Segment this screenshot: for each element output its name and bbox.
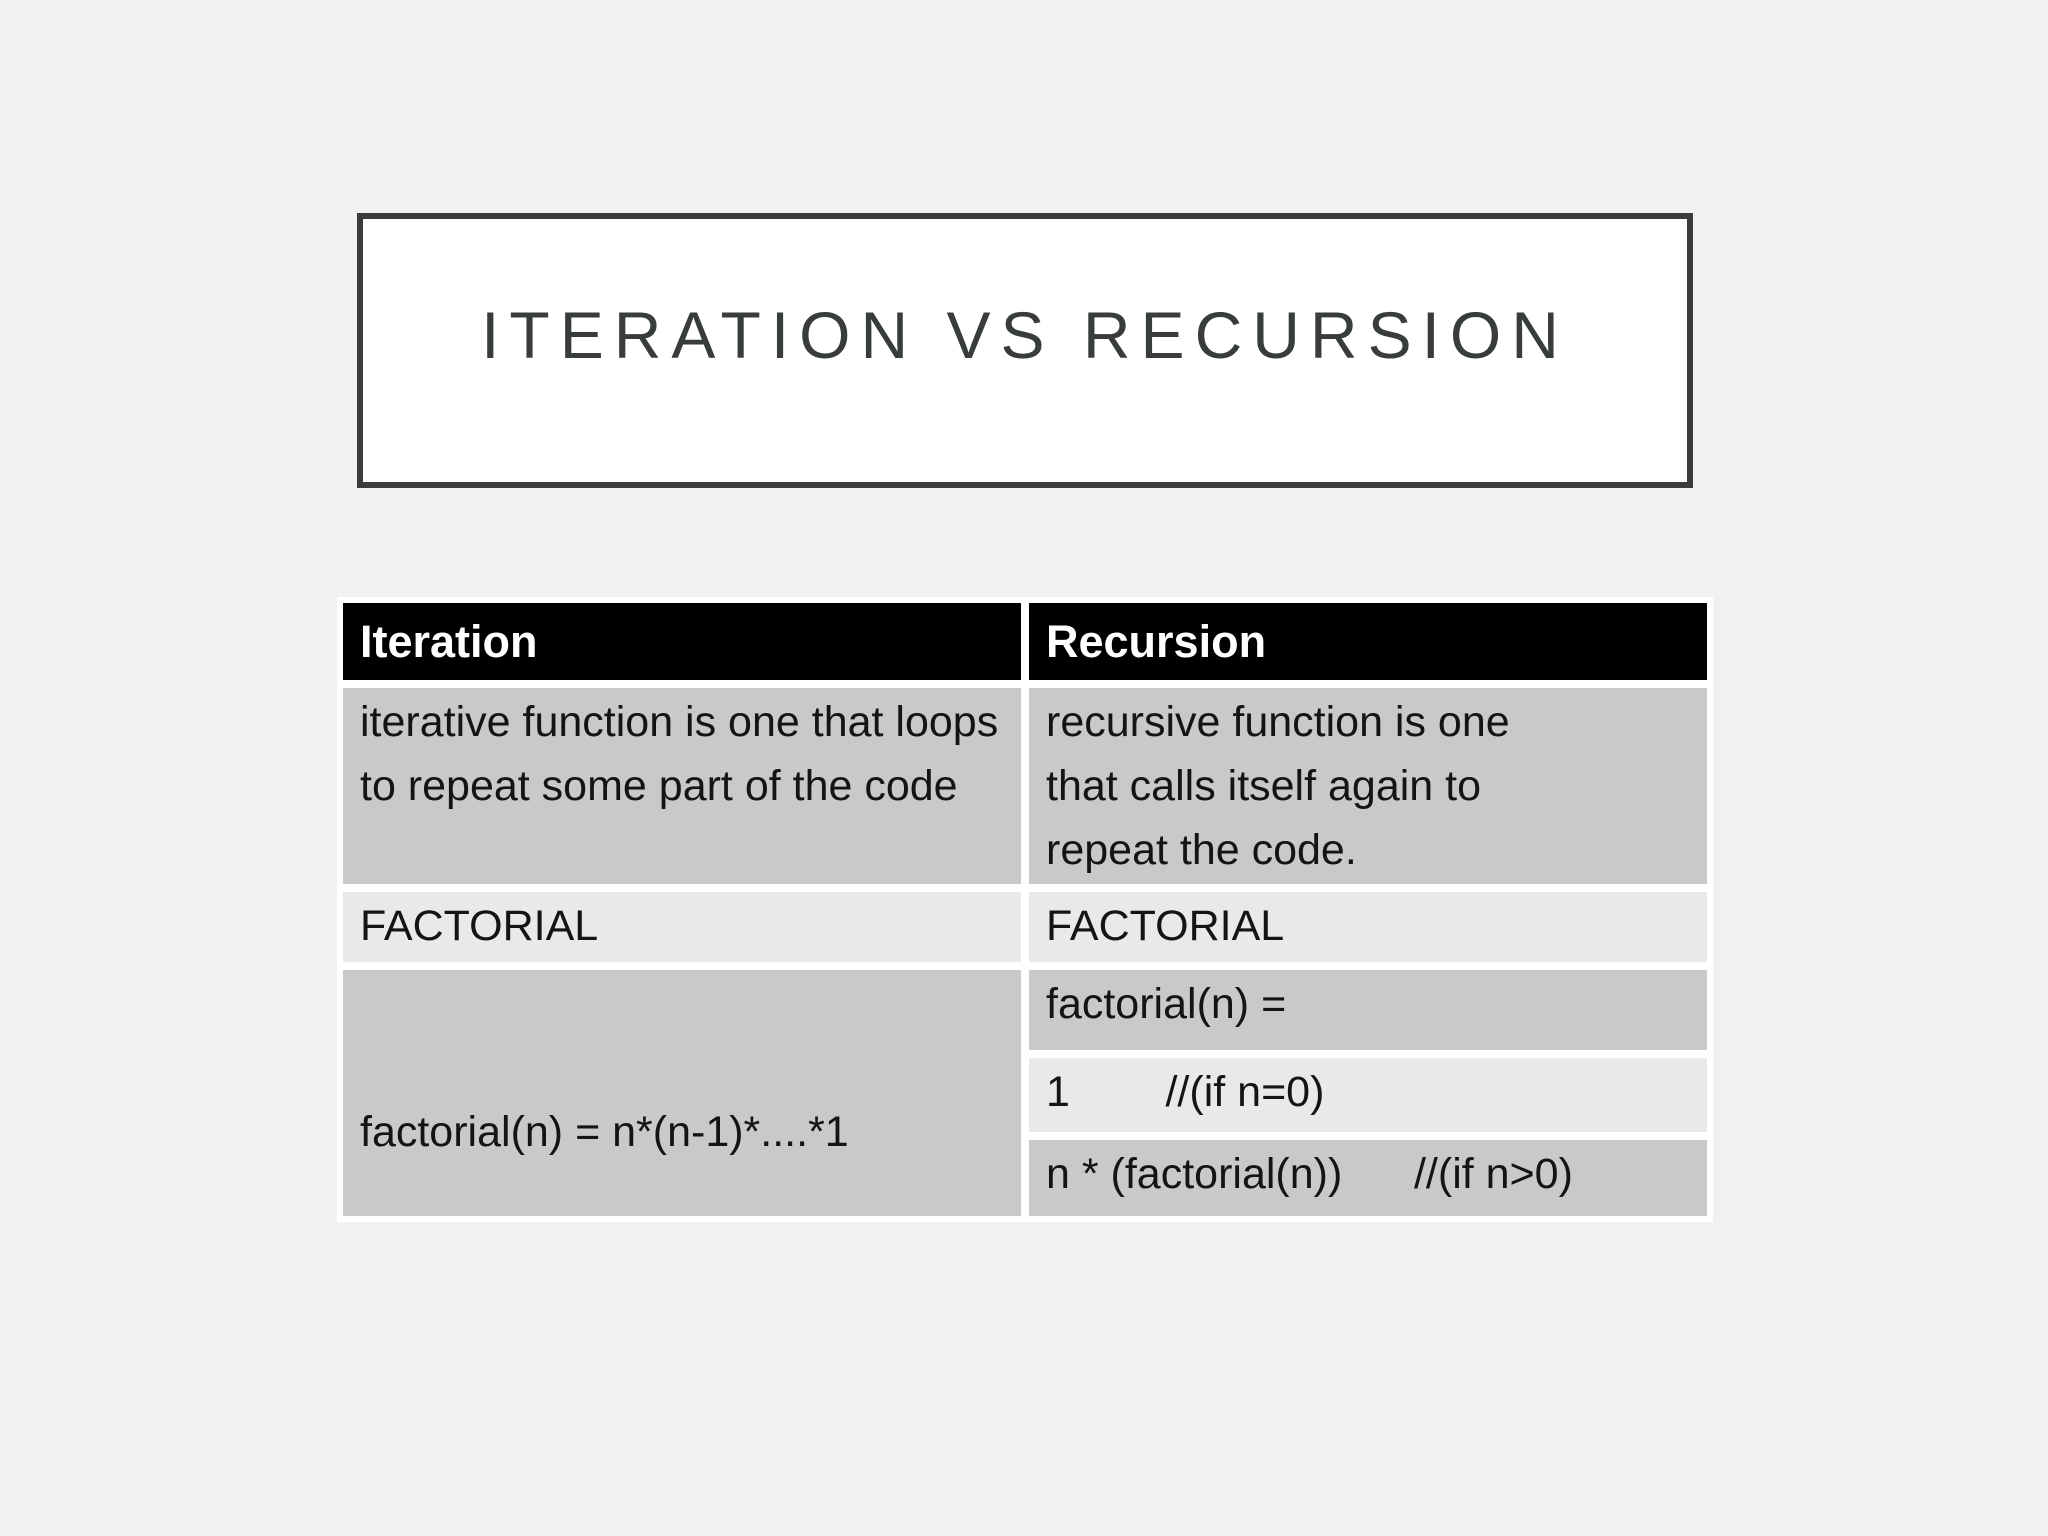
- cell-recursion-factorial-label: FACTORIAL: [1029, 892, 1707, 962]
- iteration-formula-line-1: factorial(n) = n*(n-1)*....*1: [360, 1108, 849, 1156]
- title-box: ITERATION VS RECURSION: [357, 213, 1693, 488]
- header-cell-recursion: Recursion: [1029, 603, 1707, 680]
- header-label-iteration: Iteration: [360, 615, 538, 667]
- comparison-table: Iteration Recursion iterative function i…: [337, 597, 1713, 1222]
- cell-recursion-recursive-case: n * (factorial(n)) //(if n>0): [1029, 1140, 1707, 1216]
- cell-iteration-factorial-label: FACTORIAL: [343, 892, 1021, 962]
- slide-title: ITERATION VS RECURSION: [481, 297, 1569, 372]
- cell-iteration-definition: iterative function is one that loops to …: [343, 688, 1021, 884]
- cell-recursion-base-case: 1 //(if n=0): [1029, 1058, 1707, 1132]
- cell-recursion-formula-head: factorial(n) =: [1029, 970, 1707, 1050]
- cell-recursion-definition: recursive function is one that calls its…: [1029, 688, 1707, 884]
- header-cell-iteration: Iteration: [343, 603, 1021, 680]
- cell-iteration-formula: factorial(n) = n*(n-1)*....*1 factorial(…: [343, 970, 1021, 1216]
- header-label-recursion: Recursion: [1046, 615, 1267, 667]
